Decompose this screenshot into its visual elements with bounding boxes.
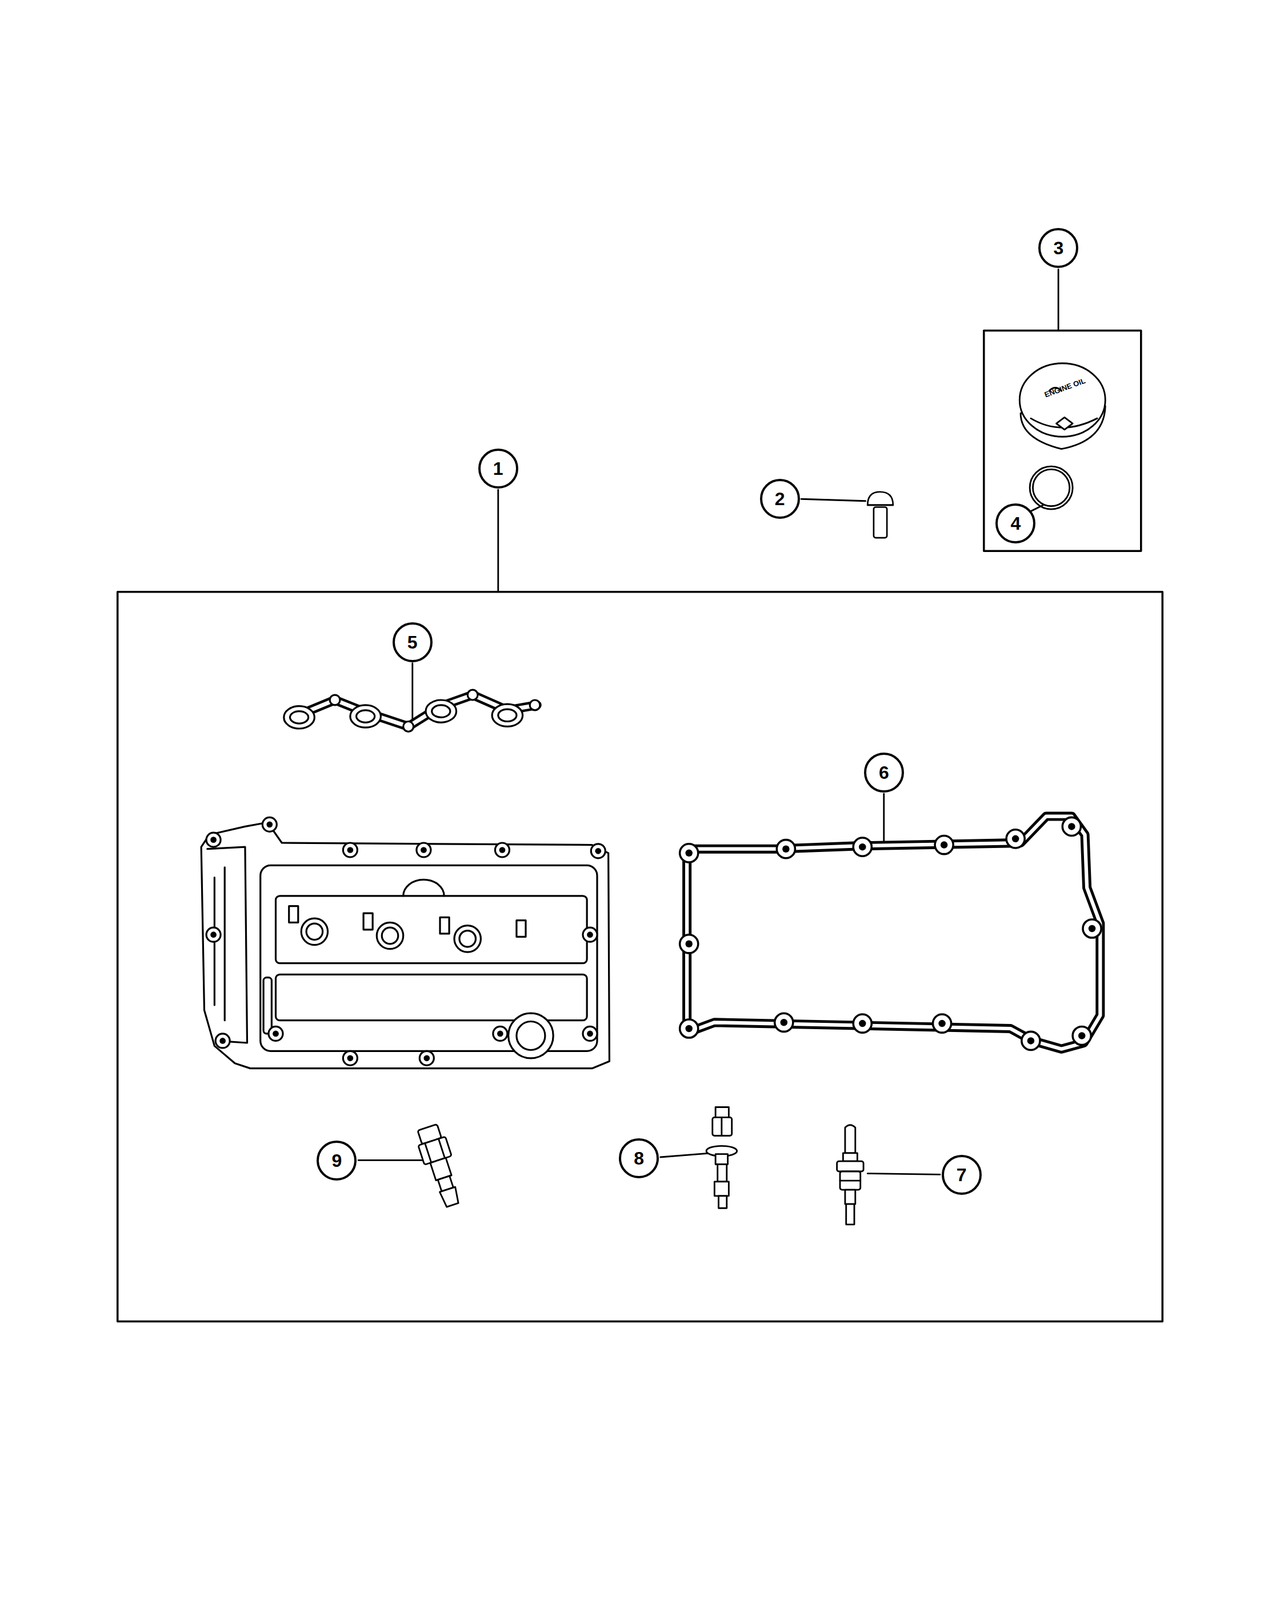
callout-circle: 7: [941, 1154, 982, 1195]
callout-number: 8: [633, 1149, 644, 1168]
stud-bolt: [706, 1107, 738, 1209]
callout-circle: 5: [392, 622, 433, 663]
callout-circle: 9: [316, 1140, 357, 1181]
callout-number: 1: [493, 459, 504, 478]
callout-number: 4: [1010, 514, 1021, 533]
callout-circle: 4: [995, 503, 1036, 544]
callout-number: 3: [1053, 238, 1064, 258]
callout-number: 6: [878, 763, 890, 782]
callout-number: 2: [774, 489, 786, 508]
o-ring: [1029, 466, 1073, 510]
callout-number: 9: [332, 1151, 343, 1170]
oil-cap: [1019, 363, 1106, 450]
callout-circle: 6: [864, 752, 904, 793]
callout-circle: 8: [618, 1138, 659, 1179]
group-frame: [984, 330, 1142, 552]
stud-fitting: [837, 1125, 864, 1225]
callout-number: 5: [407, 633, 418, 652]
callout-circle: 3: [1038, 228, 1079, 268]
valve-cover: [201, 817, 610, 1068]
spark-plug-gasket: [284, 689, 540, 732]
callout-number: 7: [956, 1165, 967, 1184]
screw: [867, 492, 894, 538]
callout-circle: 1: [478, 448, 519, 489]
pcv-valve: [413, 1122, 467, 1210]
cover-gasket: [680, 816, 1102, 1051]
group-frame: [117, 592, 1163, 1322]
callout-circle: 2: [760, 478, 800, 519]
